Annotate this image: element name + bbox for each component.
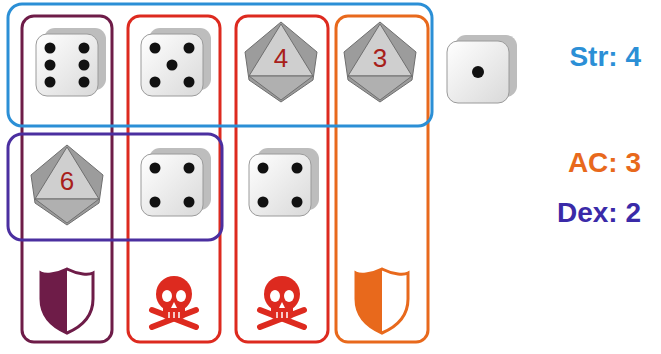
d8-die: 4: [243, 20, 319, 104]
str-outline: [8, 4, 432, 126]
shield-half: [41, 269, 67, 333]
shield-outline: [356, 269, 408, 333]
d8-lower-face: [35, 199, 99, 223]
d8-die: 3: [342, 20, 418, 104]
column-outline: [236, 16, 328, 342]
shield-body: [41, 269, 93, 333]
column-outline: [128, 16, 220, 342]
dexterity-label: Dex: 2: [557, 196, 641, 230]
column-outline: [336, 16, 428, 342]
skull-icon: [152, 276, 196, 327]
d6-die: [141, 148, 211, 216]
d6-die: [141, 28, 211, 96]
armor-class-label: AC: 3: [568, 146, 641, 180]
shield-body: [356, 269, 408, 333]
d8-lower-face: [249, 76, 313, 100]
shield-icon: [356, 269, 408, 333]
skull-icon: [260, 276, 304, 327]
dex-outline: [8, 134, 222, 240]
d6-die: [36, 28, 106, 96]
strength-label: Str: 4: [569, 40, 641, 74]
d8-lower-face: [348, 76, 412, 100]
die-number: 6: [29, 168, 105, 194]
shield-half: [356, 269, 382, 333]
die-number: 4: [243, 45, 319, 71]
shield-outline: [41, 269, 93, 333]
d6-die: [249, 148, 319, 216]
d6-die: [447, 35, 517, 103]
die-number: 3: [342, 45, 418, 71]
shield-icon: [41, 269, 93, 333]
column-outline: [22, 16, 112, 342]
d8-die: 6: [29, 143, 105, 227]
